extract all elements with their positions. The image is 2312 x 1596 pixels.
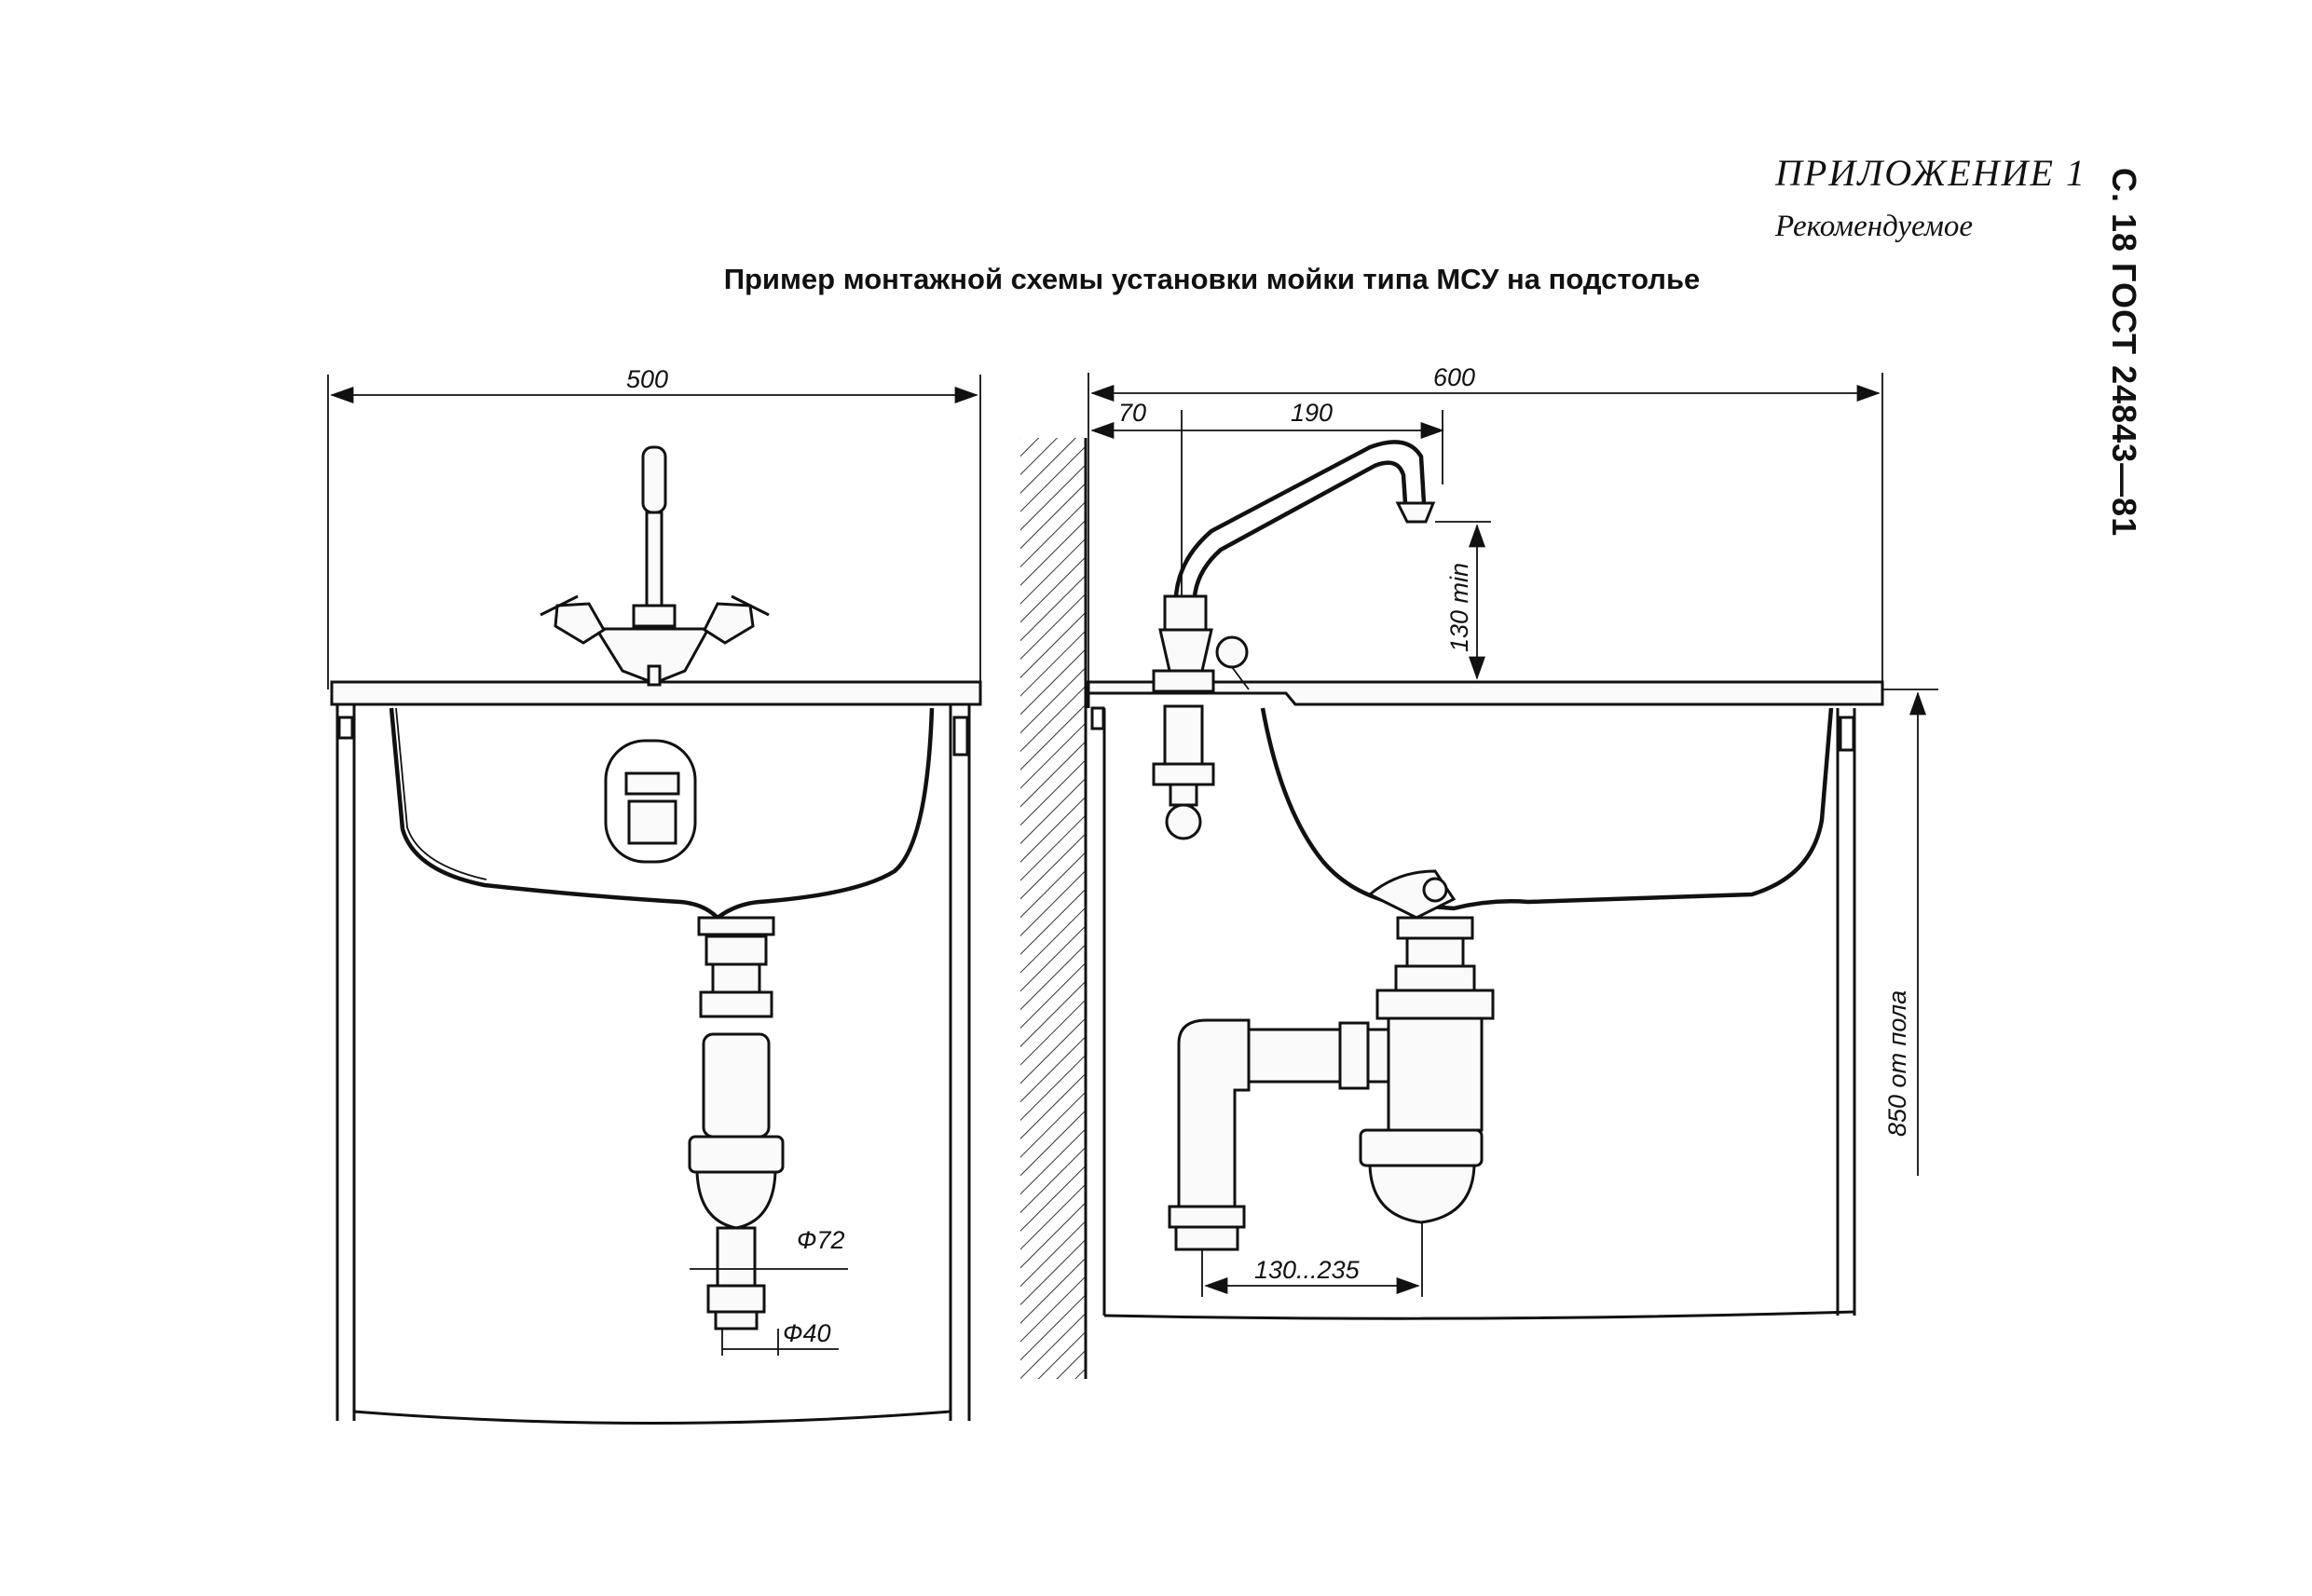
front-drain-flange [697, 916, 775, 936]
side-offset-dim: 70 [1118, 399, 1146, 427]
side-elbow [1177, 1018, 1251, 1208]
side-trap-top-nut [1375, 989, 1495, 1020]
side-drain-flange [1396, 916, 1474, 940]
front-drain-pipe [716, 1226, 757, 1288]
front-trap-body [702, 1032, 771, 1139]
side-faucet-head [1163, 594, 1208, 632]
side-wall-hatch [1020, 438, 1086, 1379]
side-trap-range-dim: 130...235 [1254, 1256, 1361, 1284]
side-height-dim: 130 min [1445, 563, 1473, 652]
front-drain-nipple [706, 1284, 766, 1314]
side-drain-coupling [1394, 964, 1476, 992]
side-width-dim: 600 [1433, 363, 1475, 391]
side-front-batten [1090, 706, 1105, 730]
front-trap-bowl [695, 1170, 777, 1230]
side-trap-ring [1359, 1128, 1484, 1167]
side-faucet-flange [1152, 669, 1215, 693]
front-view: 500 [327, 365, 982, 1425]
side-cabinet-bottom [1103, 1310, 1855, 1320]
side-waste-nipple [1174, 1225, 1239, 1251]
side-floor-dim: 850 от пола [1883, 990, 1911, 1137]
front-trap-nut [688, 1135, 785, 1174]
side-faucet-spout [1173, 440, 1427, 597]
side-aerator [1395, 501, 1436, 524]
front-drain-nut [705, 934, 768, 966]
side-supply-connector [1165, 803, 1202, 840]
side-elbow-nut [1168, 1205, 1246, 1229]
side-outlet-nut [1338, 1021, 1370, 1090]
appendix-title: ПРИЛОЖЕНИЕ 1 [1775, 152, 2086, 194]
side-plug-chain [1231, 666, 1250, 690]
side-trap-body [1387, 1016, 1484, 1132]
front-drain-tail [711, 962, 761, 994]
front-sink-bowl-inner [395, 707, 487, 880]
front-faucet-spout-tip [641, 445, 667, 514]
figure-title: Пример монтажной схемы установки мойки т… [723, 263, 1701, 295]
front-outlet-dim: Ф72 [797, 1226, 845, 1254]
side-overflow-knob [1422, 877, 1448, 903]
front-width-dim: 500 [626, 365, 668, 393]
front-overflow-nut [624, 771, 680, 796]
front-faucet-collar [632, 604, 677, 628]
appendix-status: Рекомендуемое [1775, 210, 1974, 243]
side-shank-nipple [1169, 783, 1198, 807]
front-right-batten [952, 716, 969, 757]
front-left-handle-arm [540, 594, 579, 617]
front-faucet-stem [647, 664, 662, 687]
front-cabinet-bottom [353, 1410, 951, 1425]
side-faucet-shank [1163, 704, 1204, 773]
front-right-handle-arm [731, 594, 770, 617]
side-spout-dim: 190 [1291, 399, 1333, 427]
side-plug-ring [1215, 635, 1249, 669]
side-view: 600 70 190 130 min [1020, 363, 1938, 1379]
side-back-batten [1839, 716, 1855, 752]
front-drain-dim: Ф40 [783, 1319, 831, 1347]
side-sink-bowl [1260, 707, 1834, 911]
front-overflow-body [627, 799, 677, 845]
side-shank-nut [1152, 762, 1215, 786]
side-trap-bowl [1368, 1164, 1476, 1224]
front-overflow-plate [604, 739, 697, 864]
side-drain-nut [1405, 936, 1465, 968]
front-right-valve-handle [703, 602, 755, 645]
front-left-batten [337, 716, 354, 740]
side-faucet-base [1158, 628, 1213, 673]
side-faucet-spout-inner [1192, 460, 1408, 597]
front-left-valve-handle [554, 602, 607, 645]
front-trap-coupling [699, 990, 773, 1018]
front-faucet-spout [645, 511, 664, 607]
front-drain-end [714, 1310, 759, 1330]
